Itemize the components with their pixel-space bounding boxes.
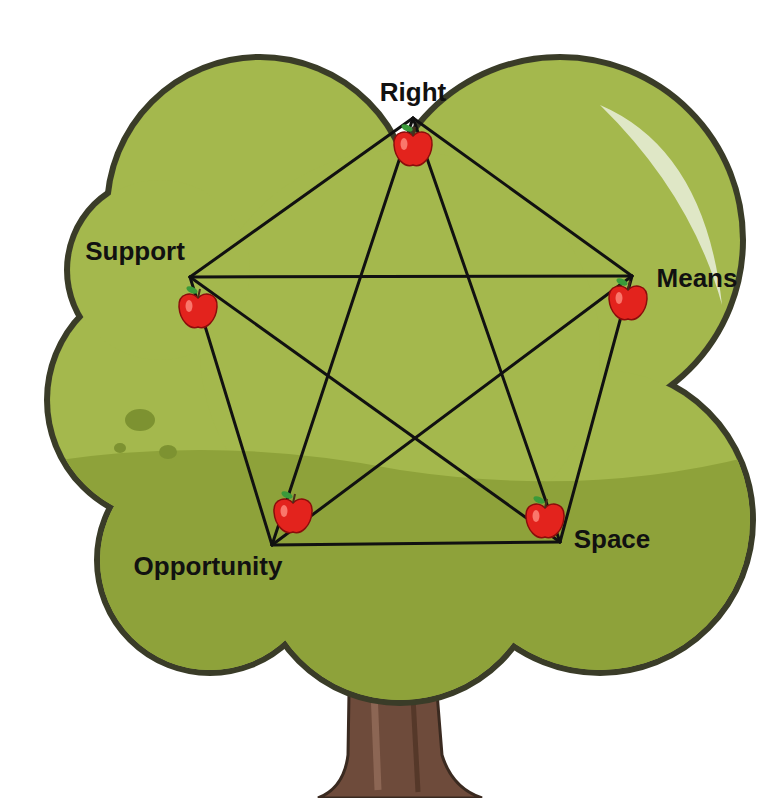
apple-label: Opportunity: [132, 552, 285, 582]
apple: [274, 490, 312, 533]
connector-line: [272, 276, 632, 545]
connector-line: [272, 542, 560, 545]
apple-label: Space: [572, 525, 653, 555]
label-text: Opportunity: [132, 552, 285, 582]
apple: [609, 277, 647, 320]
apple: [526, 495, 564, 538]
label-text: Means: [655, 264, 740, 294]
connector-line: [190, 277, 560, 542]
connector-line: [190, 276, 632, 277]
label-text: Right: [378, 78, 448, 108]
connector-line: [272, 118, 413, 545]
label-text: Support: [83, 237, 187, 267]
apple: [394, 123, 432, 166]
canopy-shade: [0, 409, 774, 798]
connector-line: [190, 118, 413, 277]
apple-label: Support: [83, 237, 187, 267]
connector-line: [413, 118, 560, 542]
connector-line: [413, 118, 632, 276]
apple-label: Right: [378, 78, 448, 108]
apple: [179, 285, 217, 328]
apple-label: Means: [655, 264, 740, 294]
label-text: Space: [572, 525, 653, 555]
